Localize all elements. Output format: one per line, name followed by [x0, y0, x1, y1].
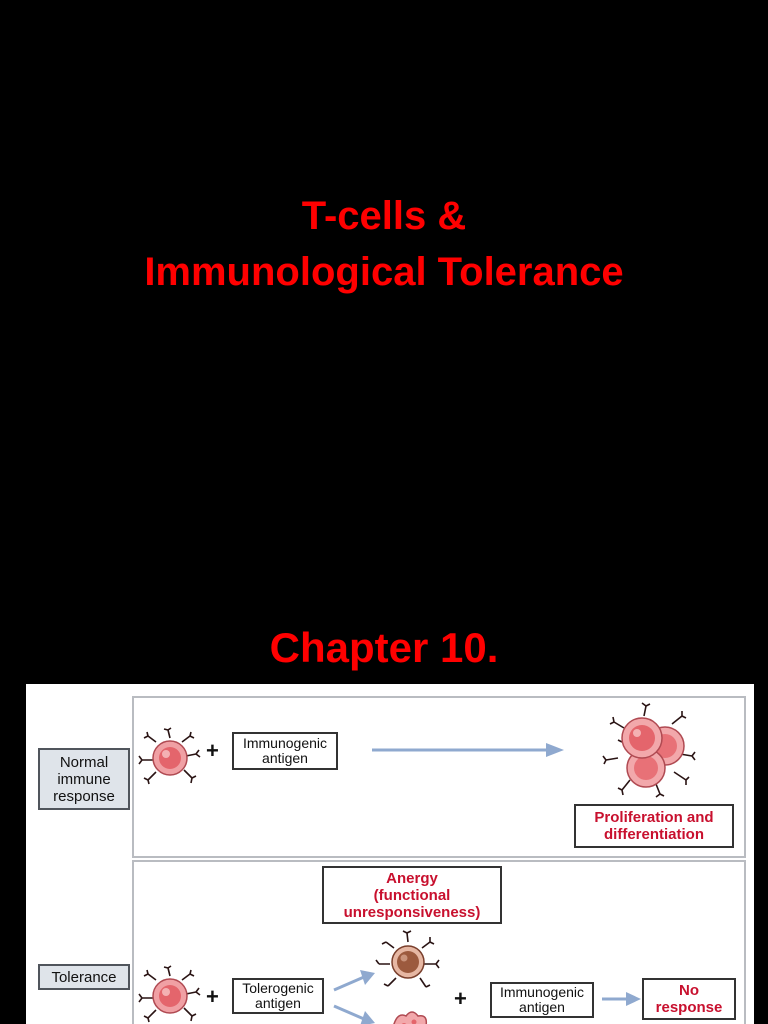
proliferating-cells-icon [602, 702, 696, 798]
normal-label-line2: immune [57, 770, 111, 788]
immunogenic-antigen-box-normal: Immunogenic antigen [232, 732, 338, 770]
tolerogenic-antigen-line1: Tolerogenic [242, 980, 314, 996]
proliferation-result-box: Proliferation and differentiation [574, 804, 734, 848]
anergy-line2: (functional [373, 886, 451, 904]
normal-label-line3: response [53, 787, 115, 805]
arrow-up-right-icon [333, 970, 375, 992]
normal-label-line1: Normal [59, 753, 109, 771]
arrow-right-icon [602, 992, 641, 1006]
slide-title-line2: Immunological Tolerance [144, 250, 624, 294]
normal-immune-response-label: Normal immune response [38, 748, 130, 810]
immunogenic-antigen-box-tolerance: Immunogenic antigen [490, 982, 594, 1018]
anergy-line3: unresponsiveness) [343, 903, 481, 921]
tolerance-figure: Normal immune response + Immunogenic ant… [26, 684, 754, 1024]
chapter-heading: Chapter 10. [269, 624, 499, 671]
t-cell-icon [138, 965, 201, 1023]
anergy-box: Anergy (functional unresponsiveness) [322, 866, 502, 924]
tolerogenic-antigen-box: Tolerogenic antigen [232, 978, 324, 1014]
apoptotic-cell-icon [393, 1011, 428, 1024]
tolerance-label: Tolerance [38, 964, 130, 990]
arrow-right-icon [372, 743, 564, 757]
t-cell-icon [138, 727, 201, 785]
plus-sign-second: + [454, 986, 467, 1011]
slide-title: T-cells & Immunological Tolerance [0, 188, 768, 300]
immunogenic-antigen-line2: antigen [262, 750, 308, 766]
immunogenic-antigen-line1: Immunogenic [242, 735, 328, 751]
immunogenic-antigen-tol-line1: Immunogenic [499, 984, 585, 1000]
plus-sign-tolerance: + [206, 984, 219, 1009]
tolerogenic-antigen-line2: antigen [255, 995, 301, 1011]
no-response-line2: response [655, 999, 723, 1016]
proliferation-line2: differentiation [604, 826, 704, 843]
anergic-cell-icon [375, 930, 440, 988]
proliferation-line1: Proliferation and [594, 809, 714, 826]
plus-sign-normal: + [206, 738, 219, 763]
immunogenic-antigen-tol-line2: antigen [519, 999, 565, 1015]
slide-title-line1: T-cells & [301, 194, 467, 238]
no-response-line1: No [679, 982, 699, 999]
arrow-down-right-icon [333, 1004, 375, 1024]
anergy-line1: Anergy [386, 869, 438, 887]
no-response-box: No response [642, 978, 736, 1020]
